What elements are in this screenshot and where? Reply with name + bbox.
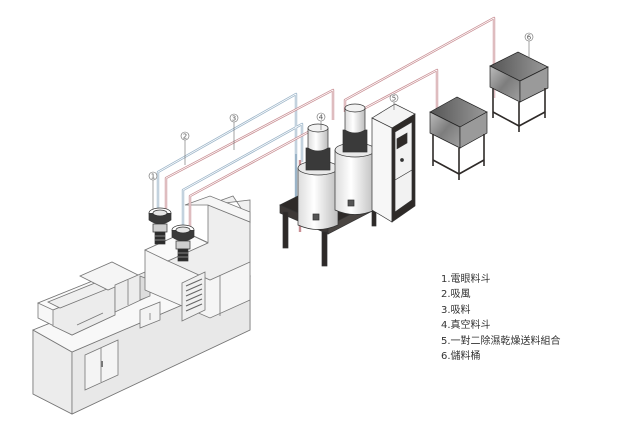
storage-bin-2 — [489, 51, 549, 132]
material-pipe-3 — [343, 16, 496, 112]
callout-6: 6 — [524, 32, 534, 58]
svg-text:1: 1 — [151, 173, 155, 181]
legend-item-4: 4.真空料斗 — [441, 320, 491, 332]
dehumidifying-dryer-unit — [279, 103, 416, 267]
legend-item-1: 1.電眼料斗 — [441, 274, 491, 285]
vacuum-hopper-left — [148, 207, 172, 245]
callout-5: 5 — [389, 93, 399, 110]
callout-1: 1 — [148, 171, 158, 210]
callout-2: 2 — [180, 131, 190, 165]
legend-item-5: 5.一對二除濕乾燥送料組合 — [441, 335, 561, 347]
pipes — [156, 16, 496, 232]
callouts: 1 2 3 4 5 6 — [148, 32, 534, 210]
svg-text:5: 5 — [392, 95, 396, 103]
legend-item-3: 3.吸料 — [441, 304, 471, 316]
callout-3: 3 — [229, 113, 239, 150]
svg-text:6: 6 — [527, 34, 532, 42]
storage-bin-1 — [429, 96, 488, 180]
injection-molding-machine — [32, 195, 251, 415]
svg-text:3: 3 — [232, 115, 236, 123]
legend-item-2: 2.吸風 — [441, 289, 471, 301]
legend-item-6: 6.儲料桶 — [441, 351, 481, 363]
callout-4: 4 — [316, 112, 326, 130]
legend: 1.電眼料斗 2.吸風 3.吸料 4.真空料斗 5.一對二除濕乾燥送料組合 6.… — [441, 272, 561, 364]
svg-text:4: 4 — [319, 114, 324, 122]
vacuum-hopper-right — [171, 224, 195, 262]
svg-text:2: 2 — [183, 133, 187, 141]
